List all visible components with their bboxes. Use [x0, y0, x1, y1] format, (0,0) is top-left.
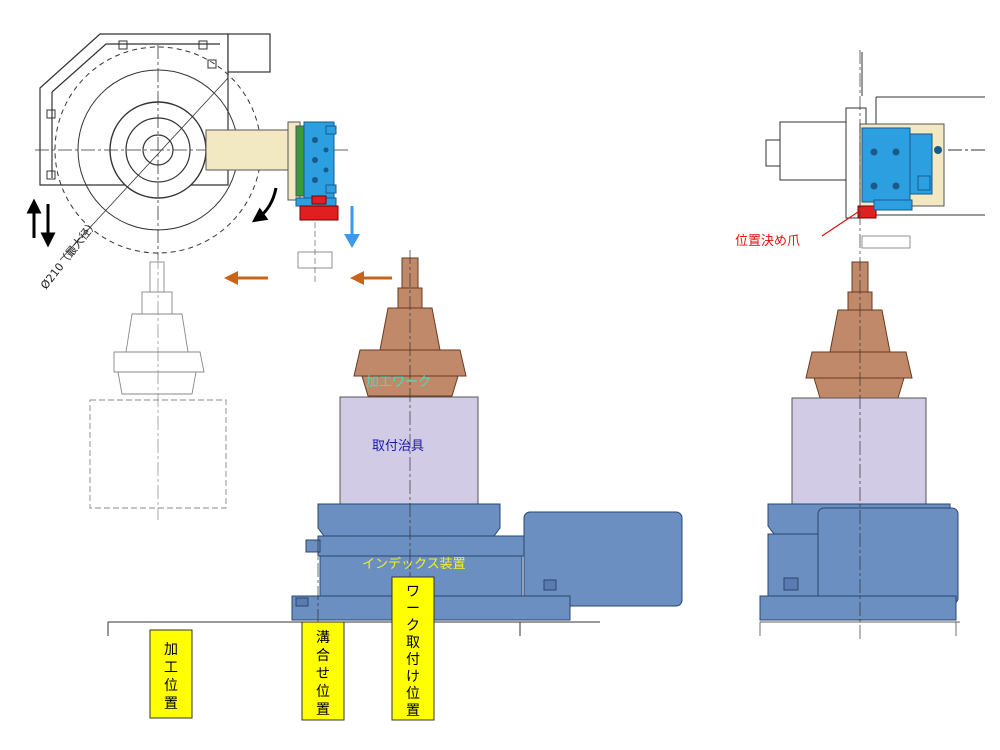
mating-char-0: 溝: [316, 630, 330, 646]
loading-char-5: け: [406, 669, 420, 685]
ghost-workpiece: [89, 255, 227, 520]
loading-char-4: 付: [406, 652, 420, 668]
machining-position-box: 加 工 位 置: [149, 629, 193, 719]
loading-char-6: 位: [406, 686, 420, 702]
loading-char-2: ク: [406, 618, 420, 634]
loading-char-0: ワ: [406, 584, 420, 600]
machining-char-2: 位: [164, 678, 178, 694]
machining-char-3: 置: [164, 696, 178, 712]
mating-char-1: 合: [316, 648, 330, 664]
locating-claw-leader: [821, 211, 859, 237]
workpiece-label: 加工ワーク: [366, 375, 431, 390]
base-line: [107, 621, 600, 636]
loading-char-3: 取: [406, 635, 420, 651]
mating-char-3: 位: [316, 684, 330, 700]
blue-down-arrow: [344, 206, 360, 248]
indexer-label: インデックス装置: [362, 556, 466, 572]
gripper-assembly: [205, 121, 339, 282]
right-side-view: [759, 50, 985, 640]
mating-char-4: 置: [316, 702, 330, 718]
robot-arm-top-view: [35, 33, 350, 261]
rotate-arrow: [251, 187, 278, 223]
loading-char-7: 置: [406, 703, 420, 719]
machining-char-0: 加: [164, 642, 178, 658]
center-workpiece: [353, 257, 467, 397]
machining-char-1: 工: [164, 660, 178, 676]
orange-arrow-left-2: [350, 271, 392, 285]
center-indexer: [291, 503, 683, 621]
locating-claw-label: 位置決め爪: [735, 234, 800, 249]
fixture-label: 取付治具: [372, 439, 424, 454]
loading-position-box: ワ ー ク 取 付 け 位 置: [391, 576, 435, 721]
orange-arrow-left-1: [224, 271, 268, 285]
mating-position-box: 溝 合 せ 位 置: [301, 621, 345, 721]
loading-char-1: ー: [406, 601, 420, 617]
up-down-arrows: [26, 198, 56, 248]
mating-char-2: せ: [316, 666, 330, 682]
